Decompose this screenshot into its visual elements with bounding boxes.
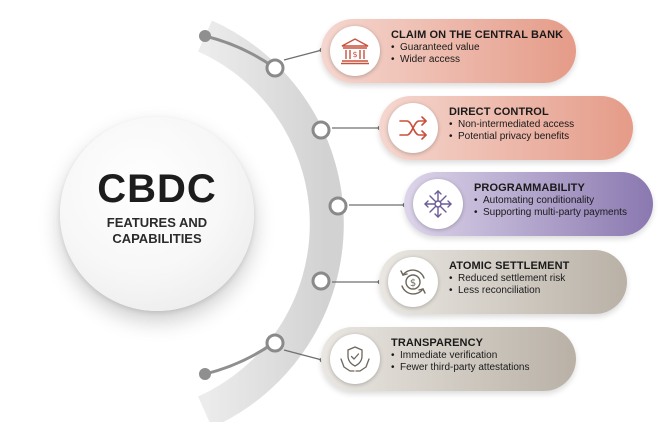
- card-title: DIRECT CONTROL: [449, 106, 549, 118]
- card-transparency: TRANSPARENCY Immediate verification Fewe…: [321, 327, 576, 391]
- center-subtitle-line-2: CAPABILITIES: [112, 231, 202, 246]
- hands-shield-icon: [340, 346, 370, 372]
- list-item: Immediate verification: [391, 350, 566, 362]
- list-item: Reduced settlement risk: [449, 273, 617, 285]
- svg-text:$: $: [410, 278, 416, 289]
- arc-node-1: [265, 58, 285, 78]
- card-title: CLAIM ON THE CENTRAL BANK: [391, 29, 564, 41]
- bullet-list: Non-intermediated access Potential priva…: [449, 119, 623, 143]
- center-disc: CBDC FEATURES AND CAPABILITIES: [60, 117, 254, 311]
- list-item: Wider access: [391, 54, 566, 66]
- card-programmability: PROGRAMMABILITY Automating conditionalit…: [404, 172, 653, 236]
- bank-icon: $: [341, 38, 369, 65]
- bullet-list: Guaranteed value Wider access: [391, 42, 566, 66]
- center-subtitle: FEATURES AND CAPABILITIES: [60, 215, 254, 247]
- arc-node-5: [265, 333, 285, 353]
- list-item: Non-intermediated access: [449, 119, 623, 131]
- arc-end-dot: [199, 30, 211, 42]
- card-direct-control: DIRECT CONTROL Non-intermediated access …: [379, 96, 633, 160]
- bullet-list: Reduced settlement risk Less reconciliat…: [449, 273, 617, 297]
- list-item: Supporting multi-party payments: [474, 207, 643, 219]
- arc-node-2: [311, 120, 331, 140]
- card-icon-badge: $: [330, 26, 380, 76]
- card-title: TRANSPARENCY: [391, 337, 484, 349]
- card-icon-badge: [330, 334, 380, 384]
- card-icon-badge: [413, 179, 463, 229]
- arc-band: [198, 20, 344, 422]
- center-subtitle-line-1: FEATURES AND: [106, 215, 208, 230]
- crossing-arrows-icon: [399, 116, 427, 140]
- list-item: Potential privacy benefits: [449, 131, 623, 143]
- list-item: Fewer third-party attestations: [391, 362, 566, 374]
- list-item: Automating conditionality: [474, 195, 643, 207]
- center-title: CBDC: [97, 167, 217, 211]
- dollar-cycle-icon: $: [400, 269, 426, 295]
- arc-node-3: [328, 196, 348, 216]
- network-arrows-icon: [424, 190, 452, 218]
- card-icon-badge: $: [388, 257, 438, 307]
- list-item: Guaranteed value: [391, 42, 566, 54]
- arc-end-dot: [199, 368, 211, 380]
- card-atomic-settlement: $ ATOMIC SETTLEMENT Reduced settlement r…: [379, 250, 627, 314]
- bullet-list: Immediate verification Fewer third-party…: [391, 350, 566, 374]
- arc-node-4: [311, 271, 331, 291]
- card-title: ATOMIC SETTLEMENT: [449, 260, 570, 272]
- card-title: PROGRAMMABILITY: [474, 182, 585, 194]
- bullet-list: Automating conditionality Supporting mul…: [474, 195, 643, 219]
- svg-text:$: $: [352, 50, 357, 59]
- list-item: Less reconciliation: [449, 285, 617, 297]
- card-claim-on-central-bank: $ CLAIM ON THE CENTRAL BANK Guaranteed v…: [321, 19, 576, 83]
- card-icon-badge: [388, 103, 438, 153]
